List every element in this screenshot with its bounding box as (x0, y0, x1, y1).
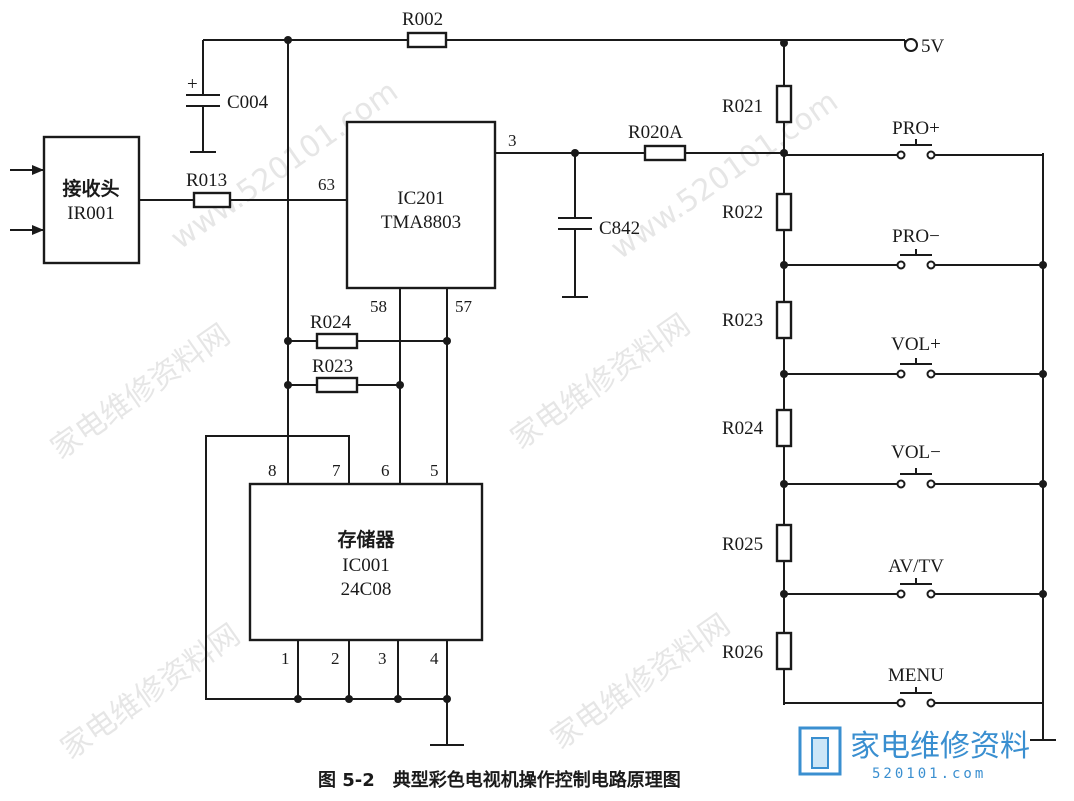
cpu-pin-3: 3 (508, 131, 517, 150)
memory-ic001: 存储器 IC001 24C08 8 7 6 5 1 2 3 4 (248, 461, 484, 668)
logo-url: 520101.com (872, 766, 986, 782)
mem-pin-4: 4 (430, 649, 439, 668)
mem-pin-8: 8 (268, 461, 277, 480)
r024-v-label: R024 (722, 418, 764, 439)
watermark-text: 家电维修资料网 (45, 317, 237, 466)
mem-pin-2: 2 (331, 649, 340, 668)
r020a-label: R020A (628, 122, 683, 143)
c004-plus: + (187, 74, 198, 95)
ir-receiver: 接收头 IR001 (10, 135, 141, 265)
resistor-r022 (775, 192, 793, 232)
cpu-model: TMA8803 (381, 212, 461, 233)
r025-label: R025 (722, 534, 763, 555)
r026-label: R026 (722, 642, 763, 663)
button-pro-plus: PRO+ (784, 118, 1043, 160)
figure-caption: 图 5-2 典型彩色电视机操作控制电路原理图 (318, 769, 681, 791)
watermark-text: 家电维修资料网 (545, 607, 737, 756)
capacitor-c004: + C004 (186, 40, 269, 153)
watermark-text: 家电维修资料网 (505, 307, 697, 456)
r022-label: R022 (722, 202, 763, 223)
button-pro-minus: PRO− (780, 226, 1047, 270)
mem-pin-1: 1 (281, 649, 290, 668)
cpu-pin-57: 57 (455, 297, 473, 316)
btn-label-menu: MENU (888, 665, 944, 686)
r024-h-label: R024 (310, 312, 352, 333)
resistor-r023-v (775, 300, 793, 340)
r013-label: R013 (186, 170, 227, 191)
button-av-tv: AV/TV (780, 556, 1047, 599)
cpu-pin-63: 63 (318, 175, 335, 194)
c004-label: C004 (227, 92, 269, 113)
button-vol-plus: VOL+ (780, 334, 1047, 379)
btn-label-pro-plus: PRO+ (892, 118, 940, 139)
resistor-r021 (775, 84, 793, 124)
mem-pin-5: 5 (430, 461, 439, 480)
cpu-ic201: IC201 TMA8803 63 3 58 57 (318, 120, 517, 316)
r023-h-label: R023 (312, 356, 353, 377)
c842-label: C842 (599, 218, 640, 239)
resistor-r013: R013 (139, 170, 347, 209)
button-vol-minus: VOL− (780, 442, 1047, 489)
r021-label: R021 (722, 96, 763, 117)
cpu-pin-58: 58 (370, 297, 387, 316)
resistor-r024-v (775, 408, 793, 448)
btn-label-vol-plus: VOL+ (891, 334, 941, 355)
key-ladder: R021 R022 R023 R024 R025 R026 PRO+ PRO (722, 43, 1056, 741)
cpu-name: IC201 (397, 188, 445, 209)
supply-label: 5V (921, 36, 945, 57)
mem-pin-7: 7 (332, 461, 341, 480)
logo-text: 家电维修资料 (850, 729, 1030, 764)
receiver-id: IR001 (67, 203, 115, 224)
resistor-r025 (775, 523, 793, 563)
mem-pin-3: 3 (378, 649, 387, 668)
btn-label-av-tv: AV/TV (888, 556, 944, 577)
receiver-name: 接收头 (62, 177, 119, 200)
memory-name: 存储器 (337, 528, 395, 551)
resistor-r026 (775, 631, 793, 671)
supply-rail: 5V R002 (203, 9, 945, 57)
r002-label: R002 (402, 9, 443, 30)
btn-label-vol-minus: VOL− (891, 442, 941, 463)
key-input-line: R020A C842 (495, 122, 784, 298)
memory-model: 24C08 (341, 579, 392, 600)
site-logo: 家电维修资料 520101.com (798, 726, 1030, 782)
resistor-r002 (406, 31, 448, 49)
watermark-text: 家电维修资料网 (55, 617, 247, 766)
memory-id: IC001 (342, 555, 390, 576)
btn-label-pro-minus: PRO− (892, 226, 940, 247)
button-menu: MENU (784, 665, 1043, 708)
mem-pin-6: 6 (381, 461, 390, 480)
pullup-resistors: R024 R023 (284, 312, 451, 394)
r023-v-label: R023 (722, 310, 763, 331)
